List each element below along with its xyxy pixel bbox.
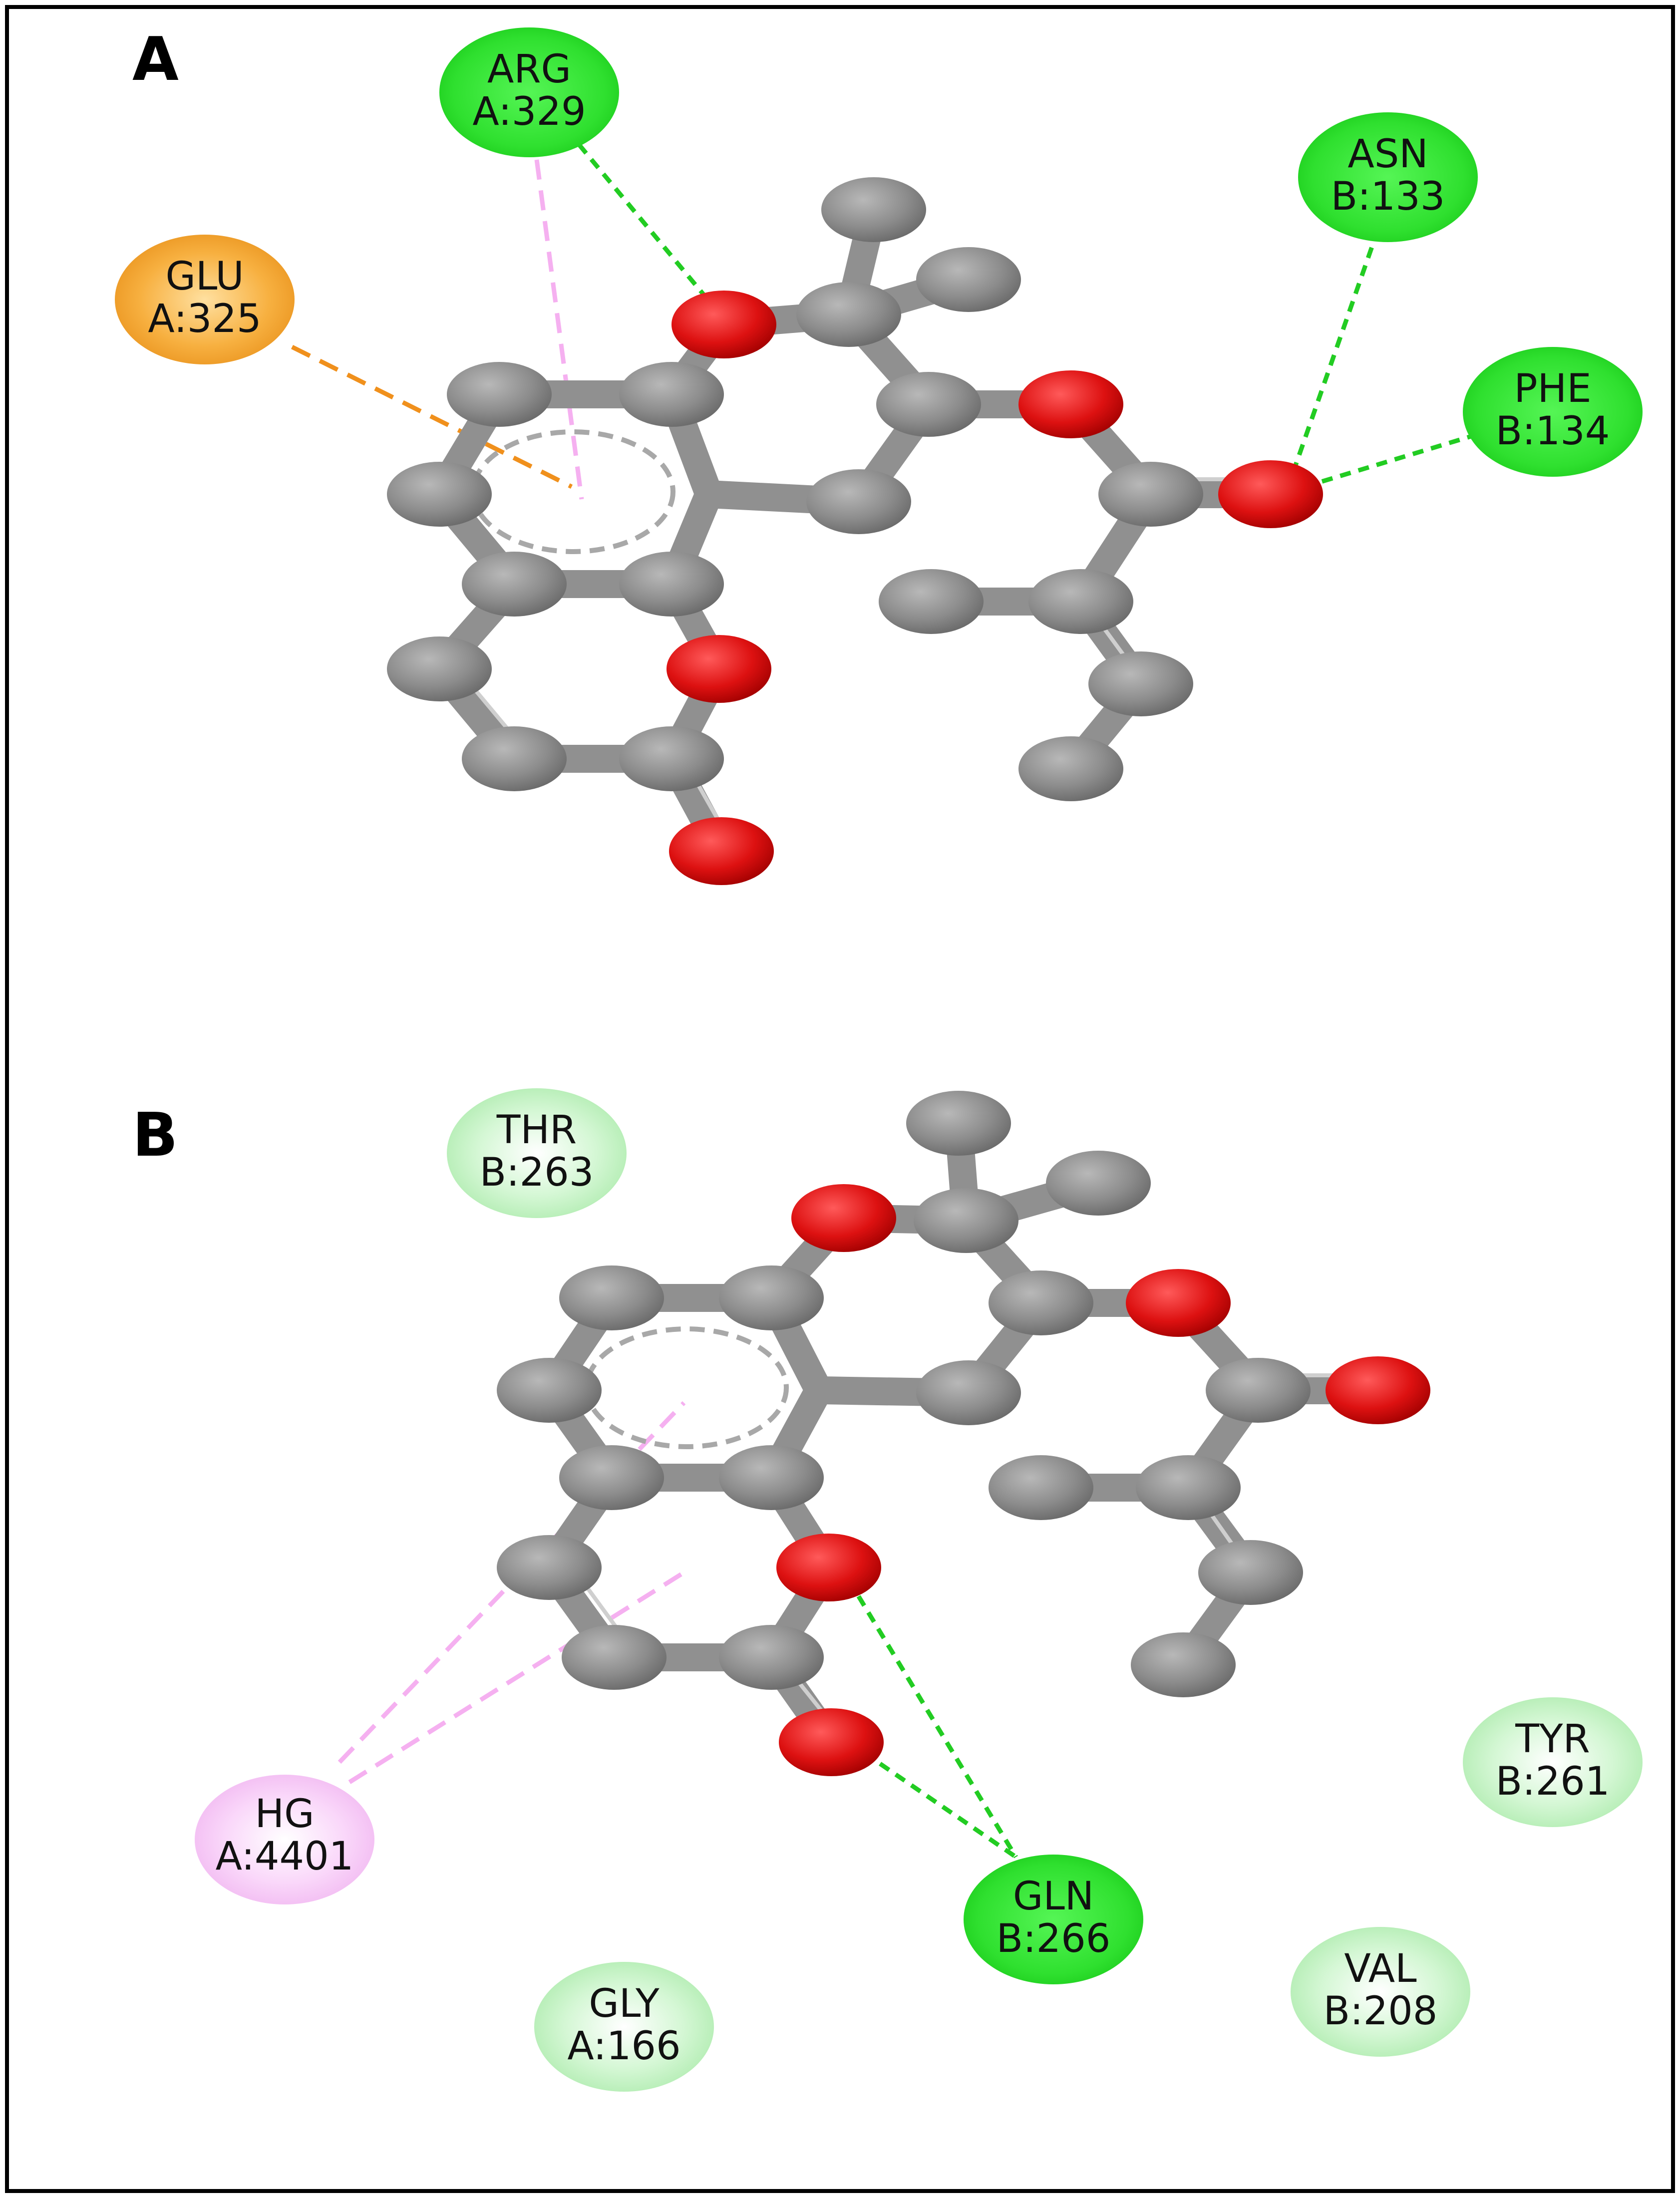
residue-asn-id: B:133 <box>1331 174 1445 219</box>
residue-glu-name: GLU <box>165 254 244 299</box>
residue-tyr: TYR B:261 <box>1463 1697 1643 1827</box>
panel-b-carbon-atoms <box>497 1091 1311 1697</box>
residue-val: VAL B:208 <box>1291 1927 1470 2057</box>
residue-val-id: B:208 <box>1324 1989 1438 2034</box>
residue-gly-id: A:166 <box>567 2024 680 2069</box>
pi-line-arg <box>534 159 584 500</box>
hbond-line-arg <box>577 143 716 309</box>
residue-val-name: VAL <box>1344 1946 1417 1991</box>
residue-arg: ARG A:329 <box>439 27 619 157</box>
hbond-line-asn <box>1286 229 1380 488</box>
residue-glu: GLU A:325 <box>115 235 295 364</box>
residue-hg-name: HG <box>255 1792 314 1837</box>
panel-a-label: A <box>132 25 179 94</box>
panel-b-label: B <box>132 1101 178 1170</box>
residue-thr-id: B:263 <box>480 1150 594 1195</box>
residue-phe-name: PHE <box>1514 366 1592 411</box>
residue-asn-name: ASN <box>1347 132 1428 177</box>
pi-anion-line-glu <box>291 344 573 489</box>
residue-gly-name: GLY <box>589 1981 660 2026</box>
residue-gln-id: B:266 <box>997 1916 1111 1961</box>
panel-a: A <box>115 25 1643 885</box>
residue-asn: ASN B:133 <box>1298 112 1478 242</box>
residue-hg: HG A:4401 <box>195 1775 374 1904</box>
panel-b-oxygen-atoms <box>776 1184 1430 1776</box>
residue-phe-id: B:134 <box>1496 409 1610 454</box>
panel-a-carbon-atoms <box>387 177 1203 801</box>
residue-gln-name: GLN <box>1013 1874 1094 1919</box>
panel-a-oxygen-atoms <box>667 291 1323 885</box>
residue-hg-id: A:4401 <box>216 1834 354 1879</box>
residue-arg-name: ARG <box>487 47 571 92</box>
hbond-line-gln-2 <box>847 1740 1017 1859</box>
residue-thr: THR B:263 <box>447 1088 627 1218</box>
residue-tyr-id: B:261 <box>1496 1759 1610 1804</box>
panel-a-interaction-lines <box>291 143 1479 500</box>
hbond-line-phe <box>1287 432 1479 494</box>
residue-gln: GLN B:266 <box>964 1855 1143 1984</box>
panel-b: B <box>132 1088 1643 2092</box>
panel-a-aromatic-ring <box>471 429 675 554</box>
residue-gly: GLY A:166 <box>534 1962 714 2092</box>
hbond-line-gln-1 <box>847 1578 1018 1859</box>
residue-glu-id: A:325 <box>148 297 261 341</box>
residue-tyr-name: TYR <box>1515 1717 1590 1762</box>
residue-arg-id: A:329 <box>472 89 586 134</box>
residue-thr-name: THR <box>496 1108 577 1153</box>
pi-metal-line-2 <box>348 1570 685 1784</box>
residue-phe: PHE B:134 <box>1463 347 1643 477</box>
